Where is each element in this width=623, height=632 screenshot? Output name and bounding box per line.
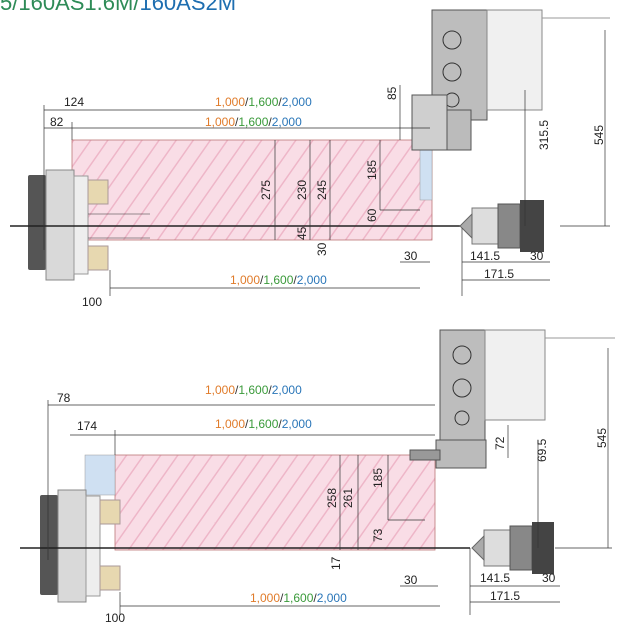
dim-69-5: 69.5 [535,438,549,462]
dim-100: 100 [82,295,102,309]
title-part: 5/ [0,0,19,15]
dim-174: 174 [77,419,97,433]
chuck-jaw-zone [84,454,116,496]
chuck-left [40,489,121,603]
vertical-dimensions [274,30,610,240]
title-part: / [133,0,140,15]
vertical-dimensions [339,348,612,550]
svg-text:1,000/1,600/2,000: 1,000/1,600/2,000 [205,383,302,397]
dim-60: 60 [365,208,379,222]
model-title: 5/160AS1.6M/160AS2M [0,0,236,16]
turret-head [411,9,610,151]
length-label-bottom-2: 1,000/1,600/2,000 [215,417,312,431]
svg-text:1,000/1,600/2,000: 1,000/1,600/2,000 [250,591,347,605]
dim-315-5: 315.5 [537,120,551,150]
dim-17: 17 [329,556,343,570]
dim-85: 85 [385,86,399,100]
bottom-diagram: 78 174 1,000/1,600/2,000 1,000/1,600/2,0… [20,329,615,625]
dim-72: 72 [493,436,507,450]
turret-head [409,329,615,469]
dim-171-5: 171.5 [490,589,520,603]
drill-chuck-right [459,200,544,252]
svg-text:1,000/1,600/2,000: 1,000/1,600/2,000 [215,95,312,109]
workpiece-zone [71,139,433,241]
title-part: 160AS1.6M [18,0,134,15]
length-label-bottom-1: 1,000/1,600/2,000 [205,383,302,397]
svg-text:1,000/1,600/2,000: 1,000/1,600/2,000 [215,417,312,431]
chuck-left [28,169,109,281]
length-label-bottom-3: 1,000/1,600/2,000 [250,591,347,605]
dim-78: 78 [57,391,71,405]
drill-chuck-right [471,522,554,574]
top-diagram: 124 82 85 1,000/1,600/2,000 1,000/1,600/… [10,9,610,309]
dim-30-horizontal: 30 [404,573,418,587]
dim-30-right: 30 [542,571,556,585]
dim-230: 230 [295,180,309,200]
length-label-top-1: 1,000/1,600/2,000 [215,95,312,109]
dim-261: 261 [341,488,355,508]
dim-258: 258 [325,488,339,508]
dim-185: 185 [371,468,385,488]
dim-185: 185 [365,160,379,180]
dim-141-5: 141.5 [480,571,510,585]
dim-73: 73 [371,528,385,542]
length-label-top-2: 1,000/1,600/2,000 [205,115,302,129]
length-label-top-3: 1,000/1,600/2,000 [230,273,327,287]
dim-245: 245 [315,180,329,200]
dim-30-right: 30 [530,249,544,263]
svg-text:1,000/1,600/2,000: 1,000/1,600/2,000 [205,115,302,129]
dim-545: 545 [595,428,609,448]
horizontal-dimensions [43,105,550,296]
dim-141-5: 141.5 [470,249,500,263]
workpiece-zone [114,454,436,551]
title-part: 160AS2M [139,0,237,15]
dim-82: 82 [50,115,64,129]
dim-275: 275 [259,180,273,200]
dim-30-vertical: 30 [315,242,329,256]
dim-45: 45 [295,226,309,240]
dim-171-5: 171.5 [484,267,514,281]
dim-124: 124 [64,95,84,109]
horizontal-dimensions [47,400,560,615]
dim-100: 100 [105,611,125,625]
dim-30-horizontal: 30 [404,249,418,263]
dim-545: 545 [592,125,606,145]
svg-text:1,000/1,600/2,000: 1,000/1,600/2,000 [230,273,327,287]
